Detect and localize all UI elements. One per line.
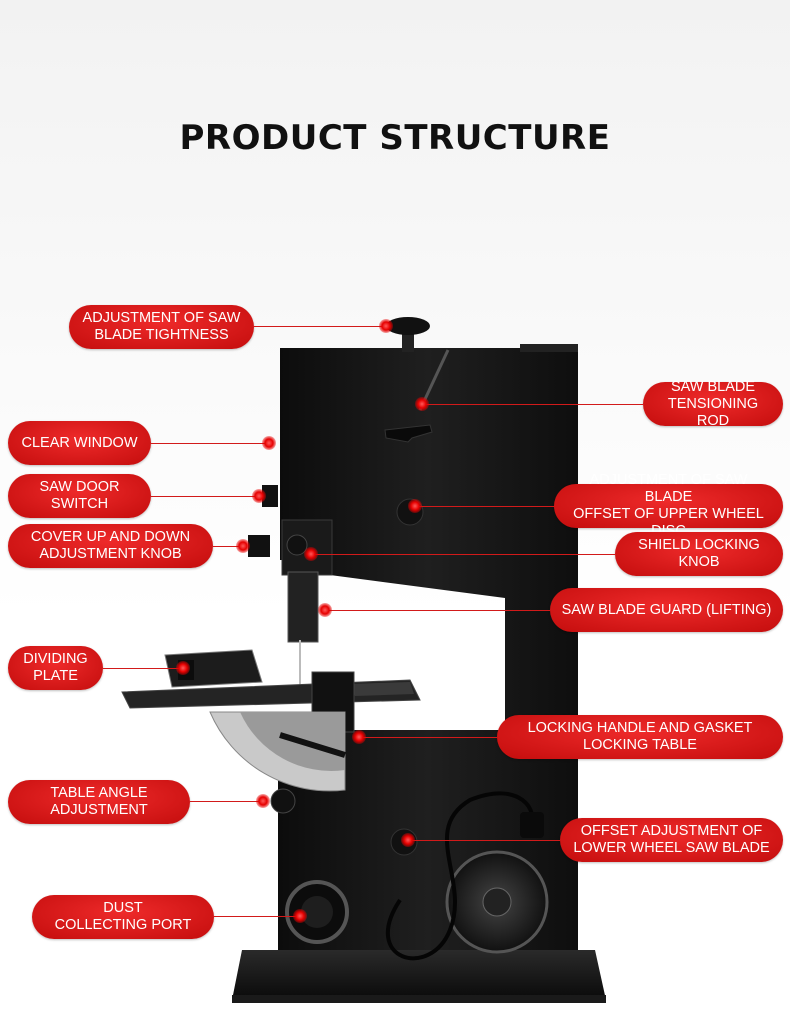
marker-table-angle	[256, 794, 270, 808]
dust-port-inner	[301, 896, 333, 928]
marker-upper-wheel	[408, 499, 422, 513]
label-dust-port: DUST COLLECTING PORT	[32, 895, 214, 939]
marker-tensioning-rod	[415, 397, 429, 411]
label-table-angle: TABLE ANGLE ADJUSTMENT	[8, 780, 190, 824]
base-edge	[232, 995, 606, 1003]
marker-blade-tightness	[379, 319, 393, 333]
marker-locking-handle	[352, 730, 366, 744]
locking-lever	[279, 732, 346, 758]
tension-knob	[386, 317, 430, 335]
leader-tensioning-rod	[424, 404, 643, 405]
marker-clear-window	[262, 436, 276, 450]
leader-upper-wheel	[417, 506, 554, 507]
tension-knob-stem	[402, 330, 414, 352]
leader-locking-handle	[361, 737, 497, 738]
leader-shield-knob	[313, 554, 615, 555]
marker-door-switch	[252, 489, 266, 503]
cover-knob-body	[248, 535, 270, 557]
leader-dust-port	[214, 916, 298, 917]
marker-shield-knob	[304, 547, 318, 561]
label-door-switch: SAW DOOR SWITCH	[8, 474, 151, 518]
leader-clear-window	[151, 443, 267, 444]
label-lower-wheel: OFFSET ADJUSTMENT OF LOWER WHEEL SAW BLA…	[560, 818, 783, 862]
door-switch-body	[262, 485, 278, 507]
table-slots	[350, 682, 414, 696]
label-clear-window: CLEAR WINDOW	[8, 421, 151, 465]
label-dividing-plate: DIVIDING PLATE	[8, 646, 103, 690]
label-upper-wheel: ADJUSTMENT OF SAW BLADE OFFSET OF UPPER …	[554, 472, 783, 539]
leader-cover-knob	[213, 546, 241, 547]
label-locking-handle: LOCKING HANDLE AND GASKET LOCKING TABLE	[497, 715, 783, 759]
marker-lower-wheel	[401, 833, 415, 847]
label-shield-knob: SHIELD LOCKING KNOB	[615, 532, 783, 576]
label-tensioning-rod: SAW BLADE TENSIONING ROD	[643, 379, 783, 429]
blade-guard	[287, 571, 319, 643]
power-cord	[385, 791, 535, 961]
leader-blade-tightness	[254, 326, 384, 327]
shield-knob-body	[286, 534, 308, 556]
marker-dividing-plate	[176, 661, 190, 675]
label-cover-knob: COVER UP AND DOWN ADJUSTMENT KNOB	[8, 524, 213, 568]
saw-frame	[278, 348, 578, 950]
power-plug	[520, 812, 544, 838]
leader-blade-guard	[327, 610, 550, 611]
leader-table-angle	[190, 801, 261, 802]
page-title: PRODUCT STRUCTURE	[179, 118, 611, 158]
leader-door-switch	[151, 496, 257, 497]
frame-top-lip	[520, 344, 578, 352]
tension-handle	[384, 424, 433, 443]
marker-cover-knob	[236, 539, 250, 553]
label-blade-guard: SAW BLADE GUARD (LIFTING)	[550, 588, 783, 632]
marker-dust-port	[293, 909, 307, 923]
marker-blade-guard	[318, 603, 332, 617]
leader-lower-wheel	[410, 840, 560, 841]
label-blade-tightness: ADJUSTMENT OF SAW BLADE TIGHTNESS	[69, 305, 254, 349]
leader-dividing-plate	[103, 668, 181, 669]
table-angle-knob	[270, 788, 296, 814]
motor-hub	[482, 887, 512, 917]
base-plate	[232, 950, 606, 1000]
